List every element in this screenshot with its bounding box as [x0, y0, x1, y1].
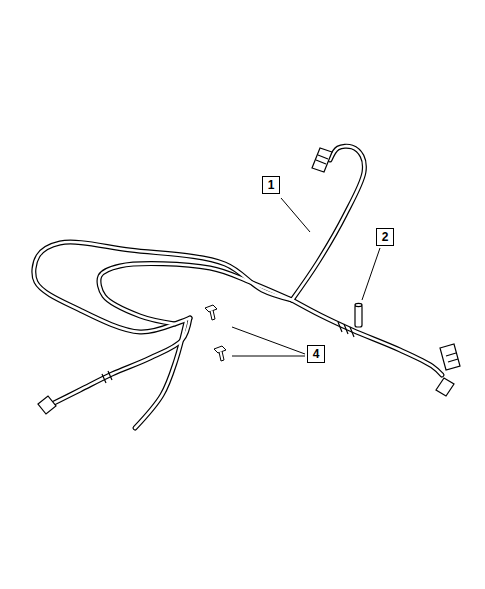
fuel-tube [34, 242, 292, 332]
bolt-shank [219, 351, 224, 361]
quick-connector [38, 396, 56, 414]
fuel-tube [135, 322, 186, 428]
fuel-tube [292, 300, 442, 375]
quick-connector [312, 148, 332, 172]
tube-outline [34, 146, 442, 428]
callout-number: 2 [376, 228, 394, 246]
callout-number: 4 [307, 345, 325, 363]
fuel-tube [99, 264, 292, 324]
quick-connector [436, 378, 454, 396]
fuel-tube [99, 264, 292, 324]
fuel-tube [34, 242, 292, 332]
fuel-tube [50, 318, 190, 405]
fuel-tube [50, 318, 190, 405]
connectors [38, 148, 460, 414]
bolt-shank [210, 310, 215, 320]
quick-connector [440, 344, 460, 370]
fitting [355, 305, 362, 327]
leader-lines [232, 198, 380, 356]
tube-fill [34, 146, 442, 428]
callout-number: 1 [262, 176, 280, 194]
bolts [205, 305, 226, 361]
fuel-tube [292, 300, 442, 375]
fuel-tube [135, 322, 186, 428]
